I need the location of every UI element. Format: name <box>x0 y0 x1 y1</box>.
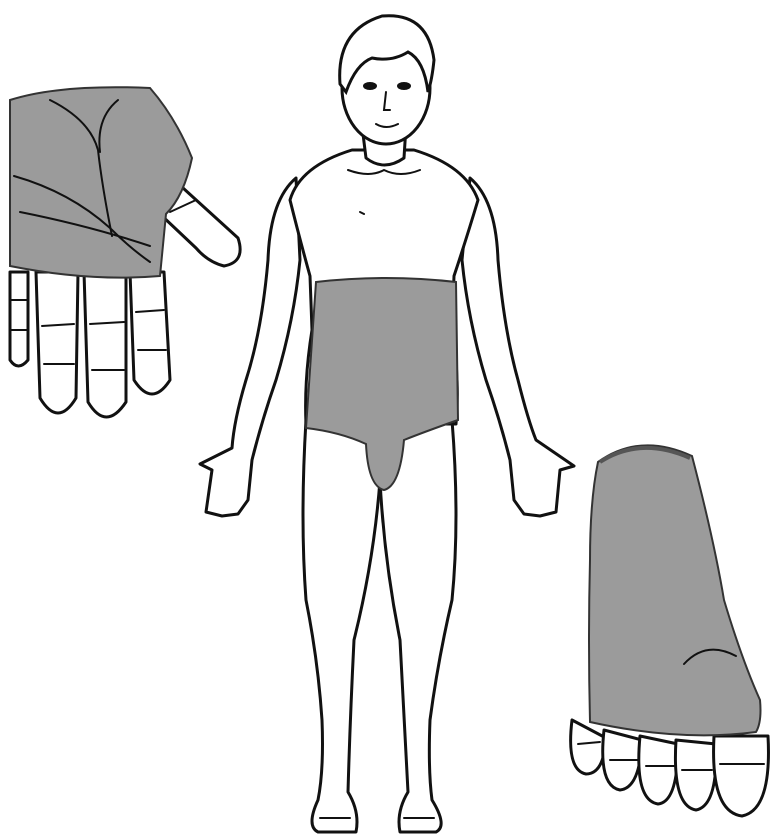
foot-toe-little <box>571 720 606 774</box>
hand-finger-little <box>130 272 170 394</box>
hand-finger-ring <box>84 272 126 417</box>
body-leg-left <box>303 420 380 832</box>
body-illustration <box>200 16 574 832</box>
foot-toe-third <box>639 736 678 804</box>
hand-finger-middle <box>36 272 78 413</box>
palm-affected-area <box>10 87 192 277</box>
hand-finger-index <box>10 272 28 366</box>
sole-affected-area <box>589 445 761 735</box>
foot-toe-big <box>714 736 769 816</box>
body-arm-right <box>462 178 574 516</box>
foot-illustration <box>571 445 769 816</box>
hand-illustration <box>10 87 240 417</box>
foot-toe-second <box>675 740 716 810</box>
